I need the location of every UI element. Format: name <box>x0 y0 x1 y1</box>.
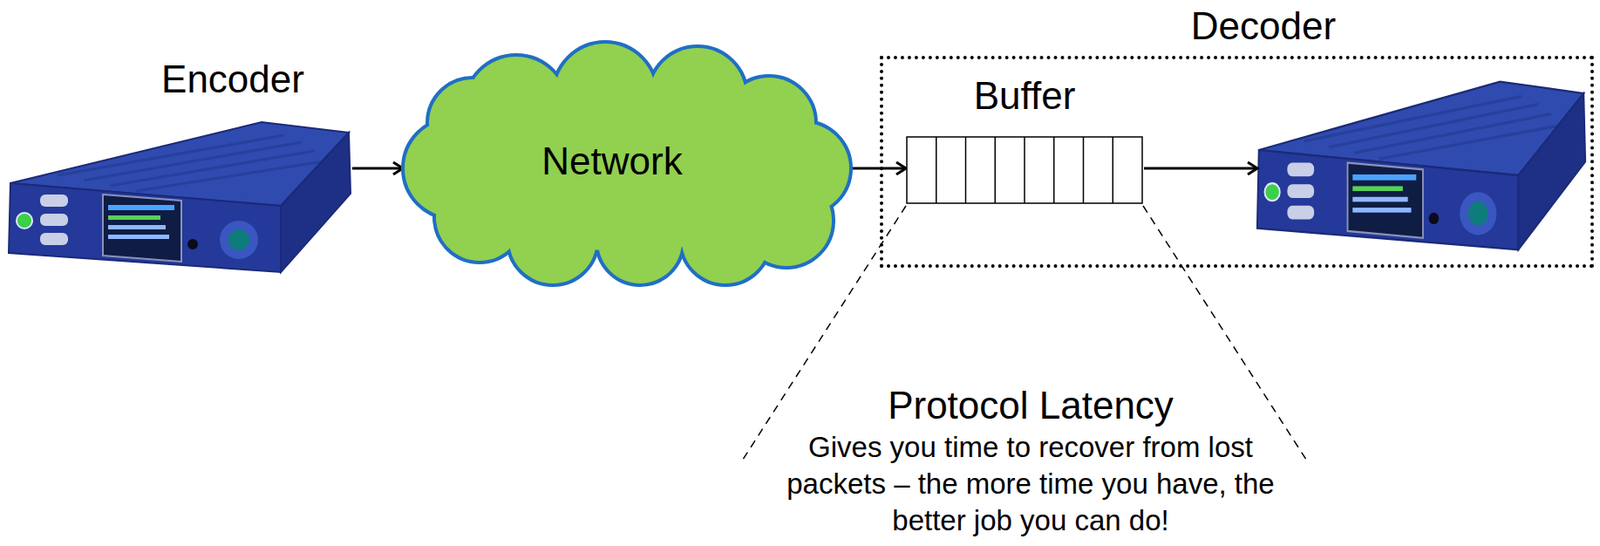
callout-heading: Protocol Latency <box>887 383 1174 428</box>
node-label: Network <box>541 139 682 184</box>
decoder-device <box>1257 81 1586 251</box>
node-label: Buffer <box>973 74 1076 118</box>
network-cloud: Network <box>402 46 852 286</box>
buffer-cells <box>905 136 1144 205</box>
node-label: Decoder <box>1191 4 1336 48</box>
node-label: Encoder <box>161 57 305 102</box>
encoder-box: Encoder <box>5 54 353 273</box>
buffer-queue: Buffer <box>905 74 1144 205</box>
decoder-box: DecoderBuffer <box>879 55 1594 268</box>
output-arrow <box>1143 167 1258 171</box>
flow-arrow <box>851 167 906 171</box>
flow-arrow <box>352 167 403 171</box>
encoder-device <box>8 122 351 273</box>
callout-note: Gives you time to recover from lost pack… <box>786 428 1275 539</box>
